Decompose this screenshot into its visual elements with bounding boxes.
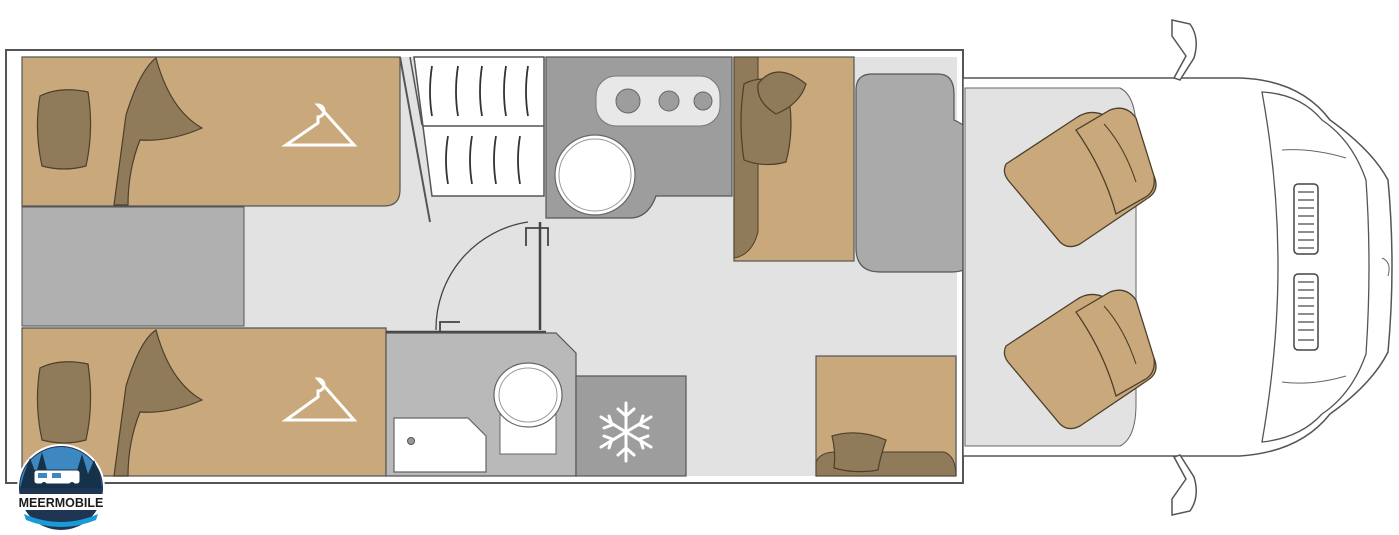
hanger-icon xyxy=(281,377,358,422)
pillow-icon xyxy=(740,71,807,166)
rear-storage-panel xyxy=(21,206,245,327)
mirror-top xyxy=(1171,19,1197,81)
rear-bed-right xyxy=(21,327,387,477)
cab xyxy=(962,19,1393,516)
stove-surface xyxy=(595,75,721,127)
cab-dashboard xyxy=(1261,91,1370,443)
logo-text: MEERMOBILE xyxy=(19,496,104,510)
snowflake-icon xyxy=(599,401,653,463)
mirror-bottom xyxy=(1171,454,1197,516)
shower-tray xyxy=(393,417,487,473)
toilet xyxy=(493,362,563,455)
vent-grille xyxy=(1293,273,1319,351)
meermobile-logo: MEERMOBILE xyxy=(12,444,110,532)
stove-burner-icon xyxy=(615,88,641,114)
blanket-fold xyxy=(113,56,204,206)
rear-bed-left xyxy=(21,56,401,207)
dinette-bench-front xyxy=(815,355,957,477)
sink-icon xyxy=(554,134,636,216)
kitchen-block xyxy=(545,56,733,219)
blanket-fold xyxy=(113,329,204,477)
pilot-seat-passenger xyxy=(1003,289,1157,430)
pillow-icon xyxy=(36,361,92,444)
pillow-icon xyxy=(36,89,92,170)
door-swing xyxy=(386,221,549,344)
hanger-icon xyxy=(281,103,358,147)
stove-burner-icon xyxy=(658,90,680,112)
dinette-bench-rear xyxy=(733,56,855,262)
wardrobe-shelves xyxy=(399,56,545,223)
pilot-seat-driver xyxy=(1003,107,1157,248)
washroom xyxy=(385,332,577,477)
pillow-icon xyxy=(831,432,887,473)
stove-burner-icon xyxy=(693,91,713,111)
fridge xyxy=(575,375,687,477)
vent-grille xyxy=(1293,183,1319,255)
